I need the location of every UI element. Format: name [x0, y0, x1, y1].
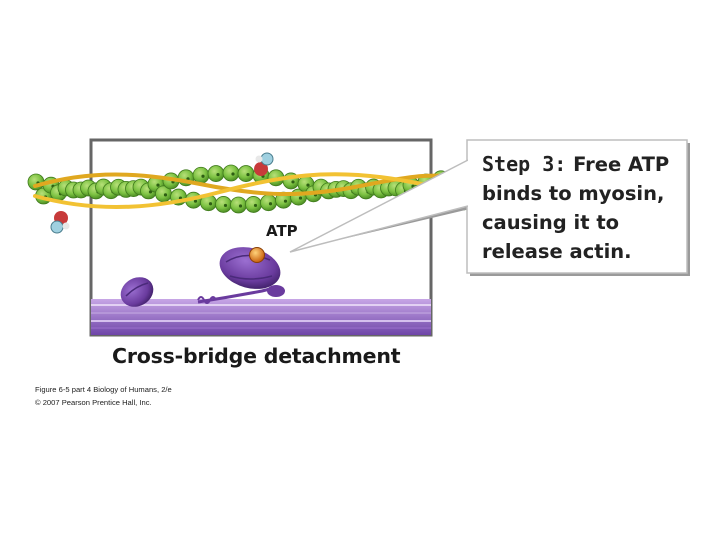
actin-bead-dot	[193, 199, 198, 203]
actin-bead	[230, 196, 247, 214]
actin-bead	[222, 164, 240, 182]
actin-bead-dot	[163, 193, 168, 197]
actin-bead-dot	[201, 174, 205, 178]
callout-line-1: Step 3: Free ATP	[482, 150, 692, 179]
thick-filament	[91, 299, 431, 335]
actin-bead	[245, 196, 262, 213]
actin-bead-dot	[208, 202, 213, 206]
actin-bead-dot	[291, 180, 295, 184]
callout-line-4: release actin.	[482, 240, 632, 263]
actin-bead	[215, 196, 232, 213]
figure-credit-line: Figure 6-5 part 4 Biology of Humans, 2/e	[35, 385, 172, 394]
actin-bead-dot	[298, 196, 303, 200]
copyright-line: © 2007 Pearson Prentice Hall, Inc.	[35, 398, 152, 407]
step-label: Step 3:	[482, 152, 567, 176]
callout-line-2: binds to myosin,	[482, 182, 665, 205]
troponin-complex	[50, 152, 274, 234]
actin-bead-dot	[268, 202, 273, 206]
myosin-head	[197, 247, 285, 304]
actin-bead-dot	[253, 203, 258, 208]
actin-bead	[207, 165, 225, 182]
myosin-head-left	[120, 277, 154, 307]
actin-bead-dot	[283, 199, 288, 203]
actin-bead-dot	[238, 204, 243, 208]
actin-bead	[192, 166, 210, 184]
actin-bead-dot	[156, 183, 160, 187]
callout-text: Step 3: Free ATP binds to myosin, causin…	[482, 150, 692, 266]
figure-caption: Cross-bridge detachment	[112, 344, 401, 368]
actin-bead-dot	[306, 183, 310, 187]
actin-bead	[237, 165, 255, 182]
callout-line-3: causing it to	[482, 211, 620, 234]
actin-bead	[260, 194, 277, 212]
actin-bead-dot	[231, 172, 235, 176]
atp-label: ATP	[266, 222, 298, 240]
atp-molecule	[249, 247, 265, 263]
callout-bubble	[289, 139, 690, 276]
actin-bead-dot	[246, 172, 250, 177]
actin-bead-dot	[223, 203, 228, 208]
actin-bead-dot	[216, 172, 220, 177]
callout-line-1-rest: Free ATP	[566, 153, 670, 176]
